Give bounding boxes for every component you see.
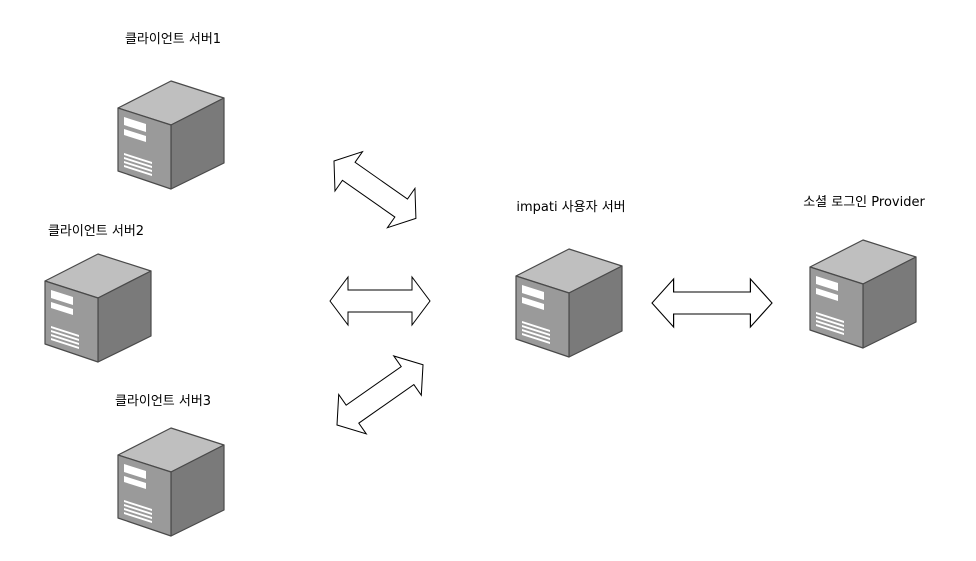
user-server-icon (515, 248, 623, 358)
client-server-2-label: 클라이언트 서버2 (48, 224, 144, 239)
arrow-client3-user-server (322, 344, 438, 446)
arrow-user-server-social-provider (651, 278, 773, 328)
arrow-client2-user-server (329, 276, 431, 326)
client-server-3-label: 클라이언트 서버3 (115, 394, 211, 409)
client-server-2-icon (44, 253, 152, 363)
social-provider-server-icon (809, 239, 917, 349)
client-server-1-label: 클라이언트 서버1 (125, 32, 221, 47)
client-server-1-icon (117, 80, 225, 190)
social-provider-label: 소셜 로그인 Provider (803, 195, 925, 210)
arrow-client1-user-server (319, 140, 431, 239)
client-server-3-icon (117, 427, 225, 537)
user-server-label: impati 사용자 서버 (516, 200, 625, 215)
